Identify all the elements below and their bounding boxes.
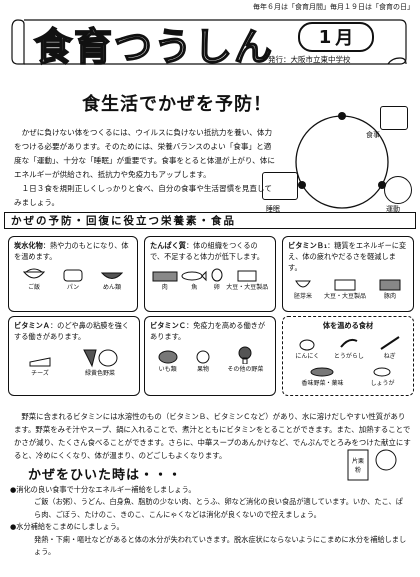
tofu-icon: [237, 270, 257, 282]
headline: 食生活でかぜを予防！: [82, 94, 272, 115]
advice-item: ●消化の良い食事で十分なエネルギー補給をしましょう。: [10, 485, 196, 494]
vegetables-icon: [83, 349, 118, 368]
sleep-icon: [262, 172, 298, 200]
issue-number: 1: [318, 26, 332, 48]
food-label: 肉: [161, 284, 168, 291]
food-label: とうがらし: [333, 353, 364, 360]
exercise-icon: [384, 176, 412, 204]
herbs-icon: [310, 367, 334, 377]
card-text: 体の組織をつくるので、不足すると体力が低下します。: [150, 241, 264, 261]
card-vitamin-c: ビタミンＣ：免疫力を高める働きがあります。 いも類 果物 その他の野菜: [144, 316, 276, 396]
green-onion-icon: [380, 336, 400, 350]
card-label: ビタミンＣ: [150, 321, 186, 330]
food-label: いも類: [158, 366, 177, 373]
cold-section-title: かぜをひいた時は・・・: [28, 468, 183, 483]
newsletter-title: 食育つうしん: [33, 24, 275, 70]
food-label: 果物: [196, 366, 209, 373]
broccoli-icon: [238, 346, 252, 364]
egg-icon: [211, 268, 223, 282]
body-paragraph: 野菜に含まれるビタミンには水溶性のもの（ビタミンＢ、ビタミンＣなど）があり、水に…: [14, 412, 411, 460]
food-label: 豚肉: [383, 293, 396, 300]
card-text: 糖質をエネルギーに変え、体の疲れやだるさを軽減します。: [288, 241, 407, 272]
food-label: めん類: [102, 284, 121, 291]
scroll-banner-icon: [11, 19, 407, 65]
top-note: 毎年６月は「食育月間」毎月１９日は「食育の日」: [253, 3, 414, 11]
noodle-bowl-icon: [100, 272, 124, 279]
food-label: 大豆・大豆製品: [323, 293, 366, 300]
section-title: かぜの予防・回復に役立つ栄養素・食品: [4, 212, 416, 229]
cycle-exercise: 運動: [386, 205, 400, 213]
card-label: たんぱく質: [150, 241, 186, 250]
card-warming-foods: 体を温める食材 にんにく とうがらし ねぎ 香味野菜・薬味 しょうが: [282, 316, 414, 396]
food-label: チーズ: [31, 370, 49, 377]
advice-item: ●水分補給をこまめにしましょう。: [10, 522, 124, 532]
rice-bowl-icon: [22, 268, 46, 279]
food-label: パン: [66, 284, 80, 291]
food-label: しょうが: [370, 380, 395, 387]
ginger-icon: [373, 367, 391, 377]
advice-detail: ご飯（お粥）、うどん、白身魚、脂肪の少ない肉、とうふ、卵など消化の良い食品が適し…: [34, 497, 403, 519]
food-label: 香味野菜・薬味: [301, 380, 344, 387]
card-vitamin-b1: ビタミンＢ₁：糖質をエネルギーに変え、体の疲れやだるさを軽減します。 胚芽米 大…: [282, 236, 414, 312]
cycle-ring-icon: [295, 112, 389, 209]
publisher: 発行：大阪市立東中学校: [268, 55, 351, 64]
card-label: ビタミンＡ: [14, 321, 50, 330]
card-protein: たんぱく質：体の組織をつくるので、不足すると体力が低下します。 肉 魚 卵 大豆…: [144, 236, 276, 312]
card-vitamin-a: ビタミンＡ：のどや鼻の粘膜を強くする働きがあります。 チーズ 緑黄色野菜: [8, 316, 140, 396]
lifestyle-cycle-diagram: 食事 睡眠 運動: [262, 100, 412, 220]
food-label: 緑黄色野菜: [84, 370, 115, 377]
advice-detail: 発熱・下痢・嘔吐などがあると体の水分が失われていきます。脱水症状にならないように…: [34, 534, 407, 557]
food-label: 卵: [213, 284, 220, 291]
vegetable-vitamin-text: 野菜に含まれるビタミンには水溶性のもの（ビタミンＢ、ビタミンＣなど）があり、水に…: [14, 410, 412, 462]
card-text: のどや鼻の粘膜を強くする働きがあります。: [14, 321, 130, 341]
card-carbohydrate: 炭水化物：熱や力のもとになり、体を温めます。 ご飯 パン めん類: [8, 236, 138, 312]
child-holding-bag-icon: [347, 449, 397, 481]
card-label: 体を温める食材: [322, 321, 374, 330]
starch-illustration: 片栗粉: [342, 446, 402, 486]
cheese-icon: [29, 357, 51, 367]
germ-rice-icon: [295, 280, 311, 288]
chili-icon: [340, 338, 358, 348]
issue-unit: 月: [335, 28, 354, 49]
meal-icon: [380, 106, 408, 130]
food-label: ご飯: [27, 284, 40, 291]
food-label: ねぎ: [383, 353, 396, 360]
card-label: ビタミンＢ₁: [288, 241, 328, 250]
fruit-icon: [196, 350, 210, 364]
potato-icon: [158, 350, 178, 364]
soybean-icon: [334, 279, 356, 291]
card-text: 免疫力を高める働きがあります。: [150, 321, 266, 341]
fish-icon: [181, 270, 207, 282]
cycle-meal: 食事: [366, 131, 380, 139]
pork-icon: [379, 279, 401, 291]
meat-icon: [152, 271, 178, 282]
intro-text: かぜに負けない体をつくるには、ウイルスに負けない抵抗力を養い、体力をつける必要が…: [14, 126, 276, 210]
food-label: 魚: [191, 284, 198, 291]
food-label: にんにく: [295, 353, 320, 360]
intro-paragraph: １日３食を規則正しくしっかりと食べ、自分の食事や生活習慣を見直してみましょう。: [14, 184, 272, 207]
card-text: 熱や力のもとになり、体を温めます。: [14, 241, 129, 261]
card-label: 炭水化物: [14, 241, 43, 250]
cycle-sleep: 睡眠: [266, 205, 280, 213]
food-label: 胚芽米: [293, 293, 312, 300]
starch-bag-label: 片栗粉: [351, 458, 364, 474]
cold-advice-list: ●消化の良い食事で十分なエネルギー補給をしましょう。 ご飯（お粥）、うどん、白身…: [10, 484, 410, 558]
food-label: 大豆・大豆製品: [226, 284, 269, 291]
garlic-icon: [299, 339, 315, 351]
food-label: その他の野菜: [227, 366, 264, 373]
issue-badge: 1 月: [298, 22, 374, 52]
intro-paragraph: かぜに負けない体をつくるには、ウイルスに負けない抵抗力を養い、体力をつける必要が…: [14, 128, 275, 179]
bread-icon: [63, 269, 83, 282]
